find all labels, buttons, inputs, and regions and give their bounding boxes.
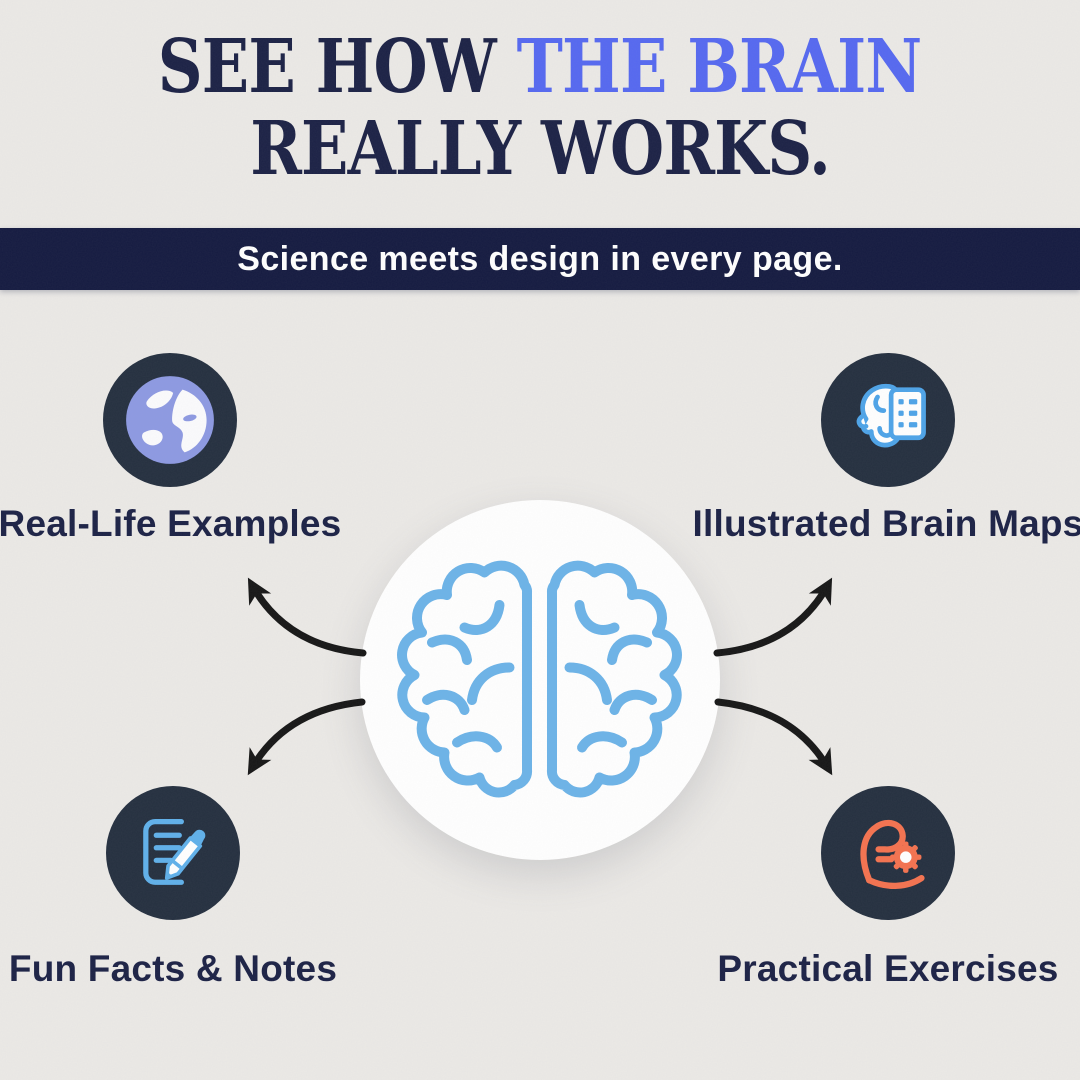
arrow-top-left-icon xyxy=(247,577,367,657)
title-line-1: SEE HOW THE BRAIN xyxy=(158,24,923,110)
brain-map-icon-art xyxy=(856,383,926,448)
feature-illustrated-brain-maps: Illustrated Brain Maps xyxy=(693,353,1080,545)
feature-fun-facts-notes: Fun Facts & Notes xyxy=(9,786,337,990)
feature-label-fun-facts-notes: Fun Facts & Notes xyxy=(8,948,338,989)
globe-icon xyxy=(103,353,237,487)
subtitle-banner: Science meets design in every page. xyxy=(0,228,1080,290)
title-line-2: REALLY WORKS. xyxy=(250,106,831,192)
feature-label-illustrated-brain-maps: Illustrated Brain Maps xyxy=(692,503,1080,544)
brain-map-icon xyxy=(821,353,955,487)
title-line1-prefix: SEE HOW xyxy=(158,24,518,110)
page-title: SEE HOW THE BRAIN REALLY WORKS. xyxy=(0,26,1080,190)
globe-icon-art xyxy=(126,376,214,464)
muscle-gear-icon xyxy=(821,786,955,920)
subtitle-banner-text: Science meets design in every page. xyxy=(237,239,843,278)
brain-icon xyxy=(397,560,682,798)
notes-pencil-icon-art xyxy=(143,819,206,885)
arrow-top-right-icon xyxy=(713,577,833,657)
feature-label-real-life-examples: Real-Life Examples xyxy=(0,503,342,544)
notes-pencil-icon xyxy=(106,786,240,920)
feature-practical-exercises: Practical Exercises xyxy=(698,786,1078,990)
title-line1-accent: THE BRAIN xyxy=(517,24,923,110)
feature-label-practical-exercises: Practical Exercises xyxy=(717,948,1059,989)
feature-real-life-examples: Real-Life Examples xyxy=(0,353,341,545)
muscle-gear-icon-art xyxy=(860,819,925,889)
arrow-bottom-right-icon xyxy=(714,698,833,776)
arrow-bottom-left-icon xyxy=(247,698,366,776)
